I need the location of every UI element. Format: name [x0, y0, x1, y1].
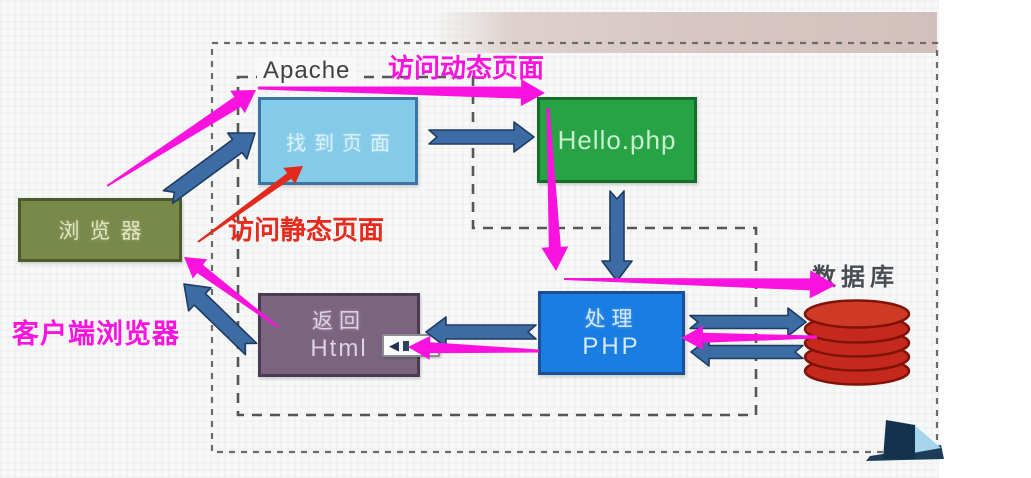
arrow-database-return-to-php — [681, 325, 817, 350]
browser-label: 浏览器 — [58, 220, 152, 243]
node-process-php: 处理 PHP — [538, 291, 685, 375]
apache-label: Apache — [257, 57, 357, 87]
database-cylinder-icon — [803, 299, 911, 386]
arrow-database-to-processphp — [690, 337, 804, 367]
arrow-hellophp-to-processphp — [601, 190, 633, 282]
arrow-returnhtml-to-browser — [183, 283, 258, 356]
background-pink-band — [432, 12, 937, 53]
background-white-strip — [939, 0, 1031, 478]
process-php-label-line1: 处理 — [584, 308, 639, 331]
database-label: 数据库 — [812, 265, 899, 291]
arrow-browser-to-apache — [162, 132, 256, 205]
html-return-badge: ◀ — [382, 334, 440, 357]
node-browser: 浏览器 — [18, 198, 182, 262]
arrow-dynamic-request-to-apache — [106, 90, 256, 187]
badge-bar-icon — [403, 340, 409, 351]
arrow-processphp-to-returnhtml — [425, 316, 537, 348]
cone-shape-icon — [866, 420, 944, 461]
return-html-label-line2: Html — [310, 335, 368, 362]
arrow-processphp-to-database — [689, 307, 807, 337]
arrow-findpage-to-hellophp — [428, 121, 535, 153]
node-hello-php: Hello.php — [537, 97, 697, 183]
annotation-client-browser: 客户端浏览器 — [12, 319, 180, 349]
annotation-dynamic-page: 访问动态页面 — [388, 53, 545, 83]
node-find-page: 找到页面 — [258, 97, 418, 185]
annotation-static-page: 访问静态页面 — [228, 215, 385, 245]
process-php-label-line2: PHP — [582, 333, 641, 360]
hello-php-label: Hello.php — [557, 124, 677, 155]
back-arrow-icon: ◀ — [389, 338, 399, 353]
find-page-label: 找到页面 — [286, 132, 398, 155]
return-html-label-line1: 返回 — [312, 310, 366, 333]
